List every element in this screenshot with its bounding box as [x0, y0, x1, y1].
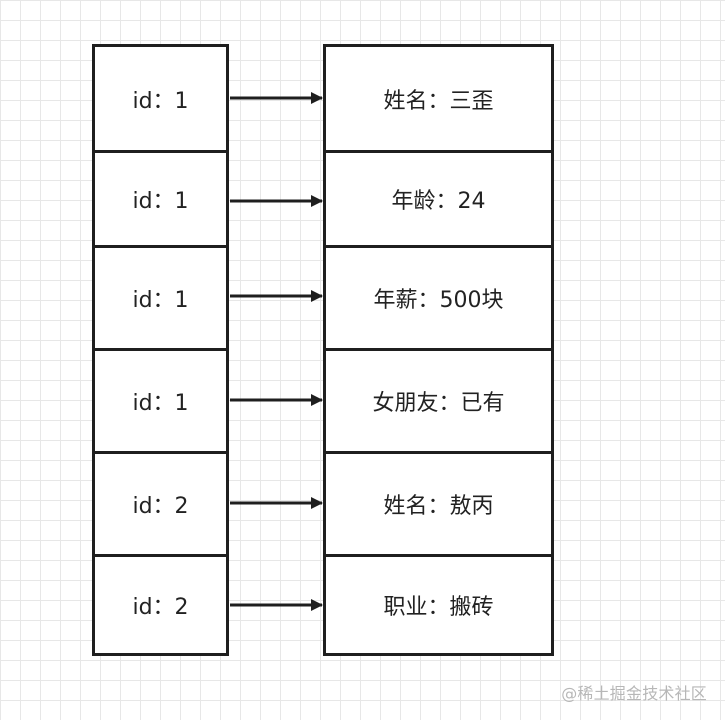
value-column: 姓名：三歪 年龄：24 年薪：500块 女朋友：已有 姓名：敖丙 职业：搬砖	[323, 44, 554, 656]
value-label-2: 年龄：24	[391, 189, 486, 214]
value-cell-4: 女朋友：已有	[326, 348, 551, 451]
value-label-5: 姓名：敖丙	[383, 494, 494, 519]
value-label-4: 女朋友：已有	[372, 391, 505, 416]
id-column: id：1 id：1 id：1 id：1 id：2 id：2	[92, 44, 229, 656]
value-label-3: 年薪：500块	[373, 288, 504, 313]
id-label-2: id：1	[132, 189, 189, 214]
value-cell-1: 姓名：三歪	[326, 47, 551, 150]
id-label-1: id：1	[132, 88, 189, 114]
id-label-3: id：1	[132, 288, 189, 313]
id-cell-3: id：1	[95, 245, 226, 348]
value-cell-5: 姓名：敖丙	[326, 451, 551, 554]
id-cell-6: id：2	[95, 554, 226, 653]
id-cell-2: id：1	[95, 150, 226, 245]
id-label-6: id：2	[132, 595, 189, 620]
id-cell-1: id：1	[95, 47, 226, 150]
value-label-6: 职业：搬砖	[383, 595, 494, 620]
value-cell-2: 年龄：24	[326, 150, 551, 245]
value-cell-3: 年薪：500块	[326, 245, 551, 348]
value-label-1: 姓名：三歪	[383, 88, 494, 114]
id-cell-4: id：1	[95, 348, 226, 451]
value-cell-6: 职业：搬砖	[326, 554, 551, 653]
id-label-4: id：1	[132, 391, 189, 416]
watermark: @稀土掘金技术社区	[561, 684, 707, 703]
id-cell-5: id：2	[95, 451, 226, 554]
id-label-5: id：2	[132, 494, 189, 519]
